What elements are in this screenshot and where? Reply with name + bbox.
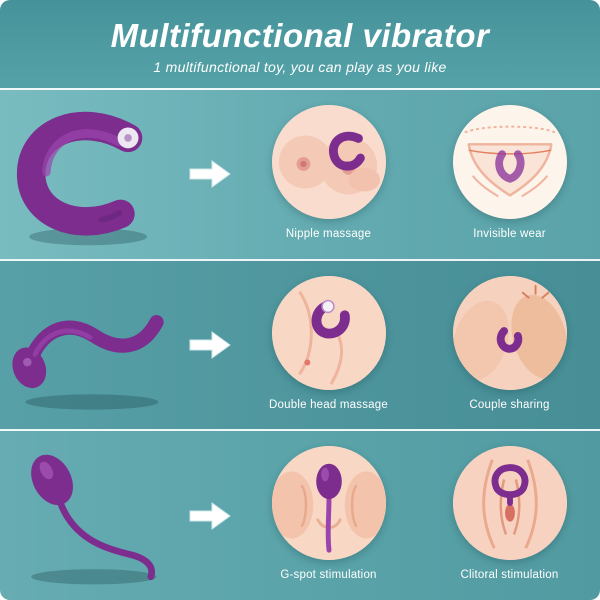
row-egg-vibrator: G-spot stimulation Clitoral stimulation: [0, 429, 600, 600]
panel-couple-sharing: Couple sharing: [419, 261, 600, 430]
double-head-wand-image: [12, 315, 164, 410]
g-spot-stimulation-image: [271, 446, 386, 561]
row-double-head-wand: Double head massage Couple sharing: [0, 258, 600, 430]
illustration-invisible-wear: [452, 105, 567, 219]
panel-g-spot-stimulation: G-spot stimulation: [238, 431, 419, 600]
panel-nipple-massage: Nipple massage: [238, 90, 419, 259]
illustration-double-head-massage: [271, 275, 386, 390]
panel-clitoral-stimulation: Clitoral stimulation: [419, 431, 600, 600]
panel-double-head-massage: Double head massage: [238, 261, 419, 430]
panel-label: Double head massage: [269, 398, 388, 411]
arrow-right-icon: [182, 431, 238, 600]
illustration-g-spot-stimulation: [271, 446, 386, 561]
illustration-couple-sharing: [452, 275, 567, 390]
panel-label: Clitoral stimulation: [460, 569, 559, 582]
page-subtitle: 1 multifunctional toy, you can play as y…: [153, 59, 447, 75]
panel-invisible-wear: Invisible wear: [419, 90, 600, 259]
c-shape-vibrator-image: [16, 112, 148, 246]
product-photo-wand: [0, 261, 182, 430]
product-photo-egg: [0, 431, 182, 600]
clitoral-stimulation-image: [452, 446, 567, 561]
arrow-right-icon-svg: [189, 501, 231, 530]
arrow-right-icon-svg: [189, 160, 231, 189]
product-photo-c-shape: [0, 90, 182, 259]
illustration-nipple-massage: [271, 105, 386, 219]
couple-sharing-image: [452, 275, 567, 390]
row-c-shape-vibrator: Nipple massage Invisible wear: [0, 88, 600, 259]
invisible-wear-image: [452, 105, 567, 219]
panel-label: Nipple massage: [285, 228, 372, 240]
nipple-massage-image: [271, 105, 386, 219]
double-head-massage-image: [271, 275, 386, 390]
header: Multifunctional vibrator 1 multifunction…: [0, 0, 600, 88]
panel-label: Couple sharing: [469, 398, 550, 411]
illustration-clitoral-stimulation: [452, 446, 567, 561]
arrow-right-icon: [182, 261, 238, 430]
panel-label: Invisible wear: [473, 228, 546, 240]
page-title: Multifunctional vibrator: [110, 17, 490, 54]
egg-vibrator-image: [31, 454, 157, 585]
arrow-right-icon: [182, 90, 238, 259]
panel-label: G-spot stimulation: [280, 569, 377, 582]
arrow-right-icon-svg: [189, 331, 231, 359]
